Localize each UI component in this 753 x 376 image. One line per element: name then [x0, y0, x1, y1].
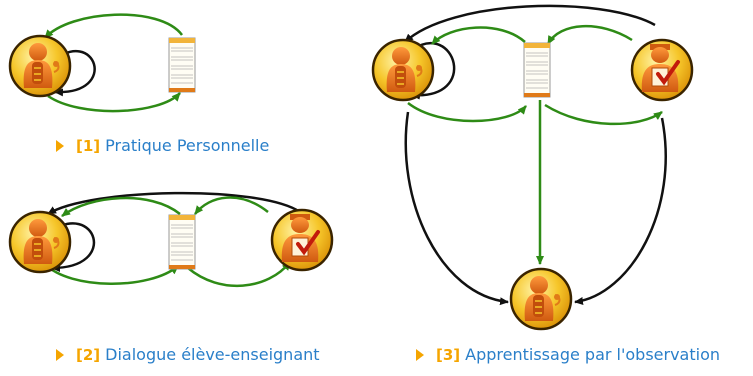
student-to-sheet-arrow — [44, 263, 179, 285]
teacher-to-student-arrow — [47, 191, 301, 216]
diagram-dialogue — [8, 191, 334, 287]
caption-number: [2] — [76, 345, 101, 364]
sheet-to-teacher-arrow — [544, 103, 663, 126]
self-loop-arrow — [411, 42, 456, 100]
student-icon — [371, 38, 435, 102]
student-icon — [8, 210, 72, 274]
score-sheet-icon — [168, 37, 196, 93]
sheet-to-student-arrow — [61, 196, 181, 218]
teacher-icon — [630, 38, 694, 102]
diagram-pratique-personnelle — [8, 13, 196, 113]
observer-student-icon — [509, 267, 573, 331]
score-sheet-icon — [523, 42, 551, 98]
student-to-observer-arrow — [404, 111, 509, 306]
student-to-sheet-arrow — [47, 92, 181, 113]
caption-3: [3] Apprentissage par l'observation — [416, 345, 720, 364]
bullet-arrow-icon — [416, 348, 424, 361]
bullet-arrow-icon — [56, 348, 64, 361]
caption-2: [2] Dialogue élève-enseignant — [56, 345, 320, 364]
caption-label: Dialogue élève-enseignant — [105, 345, 320, 364]
teacher-to-observer-arrow — [574, 117, 667, 305]
caption-1: [1] Pratique Personnelle — [56, 136, 269, 155]
caption-number: [3] — [436, 345, 461, 364]
caption-label: Pratique Personnelle — [105, 136, 270, 155]
teacher-to-sheet-arrow — [546, 24, 633, 45]
caption-number: [1] — [76, 136, 101, 155]
teacher-to-sheet-arrow — [194, 196, 269, 215]
diagram-apprentissage-observation — [371, 4, 694, 331]
caption-label: Apprentissage par l'observation — [465, 345, 720, 364]
score-sheet-icon — [168, 214, 196, 270]
sheet-to-teacher-arrow — [187, 261, 291, 287]
sheet-to-student-arrow — [431, 26, 526, 45]
teacher-to-student-arrow — [404, 4, 656, 43]
sheet-to-student-arrow — [44, 13, 184, 39]
student-icon — [8, 34, 72, 98]
bullet-arrow-icon — [56, 139, 64, 152]
student-to-sheet-arrow — [407, 102, 527, 123]
teacher-icon — [270, 208, 334, 272]
